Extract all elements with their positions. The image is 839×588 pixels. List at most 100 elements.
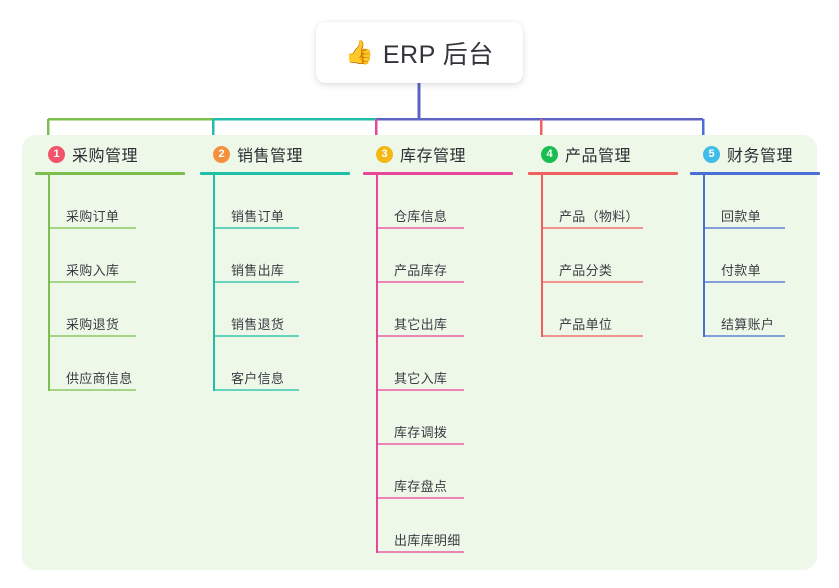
leaf-item[interactable]: 仓库信息 [363,175,513,229]
column-index-badge: 4 [541,145,558,163]
leaf-item[interactable]: 库存盘点 [363,445,513,499]
leaf-item[interactable]: 产品（物料） [528,175,678,229]
column-销售管理: 2 销售管理销售订单销售出库销售退货客户信息 [200,141,350,391]
column-spine [48,175,50,391]
leaf-label: 产品库存 [394,263,448,278]
column-库存管理: 3 库存管理仓库信息产品库存其它出库其它入库库存调拨库存盘点出库库明细 [363,141,513,553]
leaf-item[interactable]: 库存调拨 [363,391,513,445]
root-node[interactable]: 👍 ERP 后台 [316,22,523,83]
column-header[interactable]: 4 产品管理 [528,141,678,167]
column-index-badge: 1 [48,145,65,163]
leaf-rule [376,389,464,391]
column-title: 产品管理 [565,148,632,165]
leaf-rule [703,335,785,337]
column-header-rule [200,172,350,175]
leaf-list: 产品（物料） 产品分类产品单位 [528,175,678,337]
leaf-label: 采购订单 [66,209,120,224]
leaf-item[interactable]: 采购退货 [35,283,185,337]
column-采购管理: 1 采购管理采购订单采购入库采购退货供应商信息 [35,141,185,391]
leaf-rule [213,389,299,391]
column-title: 库存管理 [400,148,467,165]
leaf-label: 库存调拨 [394,425,448,440]
column-index-badge: 2 [213,145,230,163]
column-title: 财务管理 [727,148,794,165]
column-header[interactable]: 1 采购管理 [35,141,185,167]
leaf-label: 销售退货 [231,317,285,332]
thumbs-up-icon: 👍 [345,39,374,65]
leaf-label: 产品（物料） [559,209,639,224]
leaf-label: 产品分类 [559,263,613,278]
column-header[interactable]: 2 销售管理 [200,141,350,167]
root-title: ERP 后台 [382,40,494,69]
leaf-rule [376,551,464,553]
leaf-list: 回款单付款单结算账户 [690,175,820,337]
column-header-rule [35,172,185,175]
leaf-label: 采购入库 [66,263,120,278]
leaf-list: 仓库信息产品库存其它出库其它入库库存调拨库存盘点出库库明细 [363,175,513,553]
leaf-label: 采购退货 [66,317,120,332]
column-spine [213,175,215,391]
leaf-item[interactable]: 产品库存 [363,229,513,283]
leaf-rule [376,227,464,229]
leaf-item[interactable]: 客户信息 [200,337,350,391]
column-header-rule [363,172,513,175]
leaf-rule [541,335,643,337]
leaf-list: 销售订单销售出库销售退货客户信息 [200,175,350,391]
column-title: 采购管理 [72,148,139,165]
leaf-label: 销售订单 [231,209,285,224]
leaf-item[interactable]: 采购入库 [35,229,185,283]
leaf-rule [213,335,299,337]
leaf-item[interactable]: 出库库明细 [363,499,513,553]
leaf-item[interactable]: 销售出库 [200,229,350,283]
leaf-label: 产品单位 [559,317,613,332]
column-header-rule [528,172,678,175]
leaf-label: 结算账户 [721,317,775,332]
leaf-label: 其它出库 [394,317,448,332]
leaf-item[interactable]: 其它出库 [363,283,513,337]
leaf-rule [703,281,785,283]
leaf-item[interactable]: 结算账户 [690,283,820,337]
leaf-rule [541,227,643,229]
leaf-item[interactable]: 采购订单 [35,175,185,229]
leaf-rule [213,227,299,229]
column-spine [703,175,705,337]
leaf-label: 销售出库 [231,263,285,278]
leaf-label: 出库库明细 [394,533,461,548]
leaf-label: 仓库信息 [394,209,448,224]
leaf-label: 客户信息 [231,371,285,386]
leaf-rule [376,497,464,499]
leaf-item[interactable]: 产品分类 [528,229,678,283]
leaf-item[interactable]: 回款单 [690,175,820,229]
leaf-rule [213,281,299,283]
leaf-rule [541,281,643,283]
leaf-rule [703,227,785,229]
leaf-item[interactable]: 付款单 [690,229,820,283]
leaf-item[interactable]: 销售订单 [200,175,350,229]
column-header[interactable]: 3 库存管理 [363,141,513,167]
column-index-badge: 3 [376,145,393,163]
column-spine [376,175,378,553]
column-header-rule [690,172,820,175]
leaf-rule [376,281,464,283]
leaf-rule [376,443,464,445]
column-spine [541,175,543,337]
leaf-item[interactable]: 其它入库 [363,337,513,391]
leaf-item[interactable]: 销售退货 [200,283,350,337]
leaf-rule [48,335,136,337]
column-index-badge: 5 [703,145,720,163]
leaf-label: 回款单 [721,209,761,224]
column-财务管理: 5 财务管理回款单付款单结算账户 [690,141,820,337]
leaf-rule [48,227,136,229]
leaf-rule [376,335,464,337]
leaf-label: 付款单 [721,263,761,278]
leaf-item[interactable]: 供应商信息 [35,337,185,391]
leaf-list: 采购订单采购入库采购退货供应商信息 [35,175,185,391]
column-title: 销售管理 [237,148,304,165]
leaf-label: 供应商信息 [66,371,133,386]
leaf-rule [48,281,136,283]
leaf-item[interactable]: 产品单位 [528,283,678,337]
column-header[interactable]: 5 财务管理 [690,141,820,167]
leaf-label: 其它入库 [394,371,448,386]
